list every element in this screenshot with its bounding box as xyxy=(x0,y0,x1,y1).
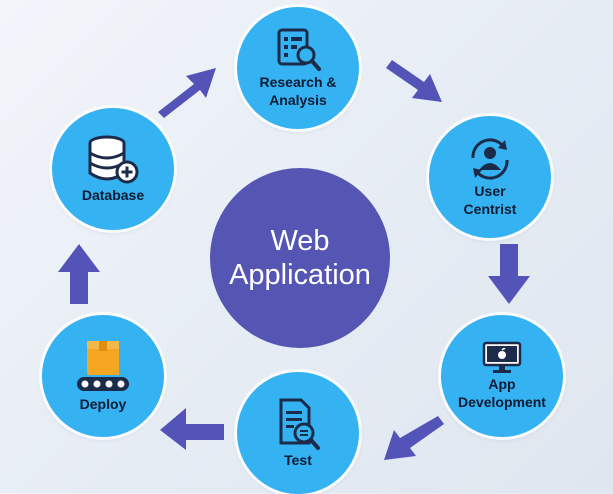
center-title: Web Application xyxy=(229,225,371,291)
node-deploy: Deploy xyxy=(42,315,164,437)
node-app-development: App Development xyxy=(441,315,563,437)
node-label: Test xyxy=(284,452,312,468)
arrow-research-to-user xyxy=(386,60,442,102)
node-label: App Development xyxy=(458,376,546,410)
database-add-icon xyxy=(88,135,139,184)
arrow-user-to-appdev xyxy=(488,244,530,304)
monitor-apple-icon xyxy=(482,341,522,373)
center-circle: Web Application xyxy=(210,168,390,348)
node-label: Research & Analysis xyxy=(259,74,337,108)
node-label: Deploy xyxy=(79,396,127,412)
node-label: User Centrist xyxy=(463,183,517,217)
node-user-centrist: User Centrist xyxy=(429,116,551,238)
arrow-test-to-deploy xyxy=(160,408,224,450)
node-database: Database xyxy=(52,108,174,230)
arrow-deploy-to-database xyxy=(58,244,100,304)
arrow-appdev-to-test xyxy=(384,416,444,460)
node-test: Test xyxy=(237,372,359,494)
arrow-database-to-research xyxy=(158,68,216,118)
conveyor-box-icon xyxy=(77,341,129,391)
document-search-icon xyxy=(279,398,320,450)
node-label: Database xyxy=(81,187,145,203)
node-research-analysis: Research & Analysis xyxy=(237,7,359,129)
user-sync-icon xyxy=(471,138,509,180)
research-analysis-icon xyxy=(277,28,321,71)
